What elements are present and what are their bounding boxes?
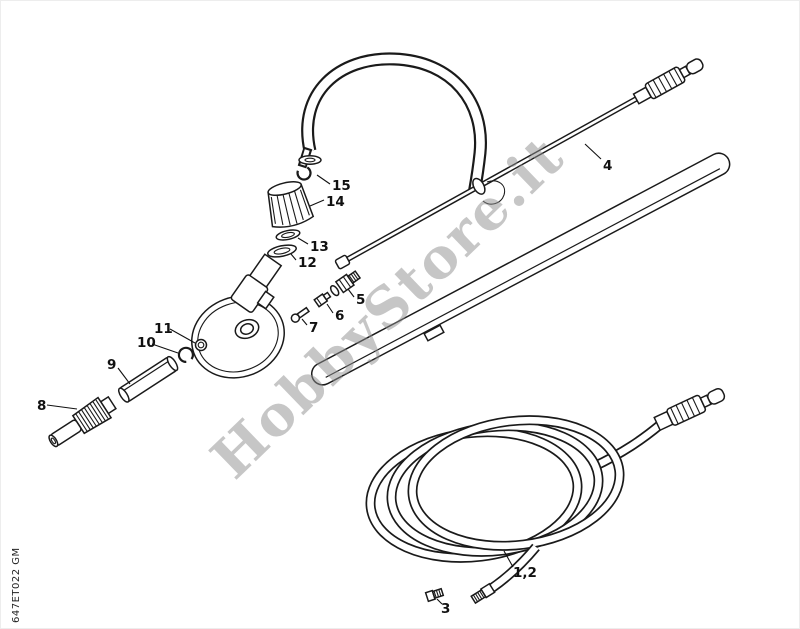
nipple-part3-drawing (424, 587, 445, 603)
hose-coil-drawing (365, 387, 726, 605)
part-label-6: 6 (335, 308, 344, 324)
lance-drawing (334, 58, 704, 270)
part-label-10: 10 (137, 335, 156, 351)
valve-assembly-drawing (191, 155, 362, 379)
valve-body-drawing (230, 253, 283, 313)
hose-hook-drawing (482, 180, 506, 205)
extension-wand-drawing (310, 152, 731, 386)
part-label-13: 13 (310, 239, 329, 255)
wand-clip-drawing (423, 324, 445, 342)
hub-nut-drawing (234, 318, 260, 340)
part-label-11: 11 (154, 321, 173, 337)
part-label-9: 9 (107, 357, 116, 373)
control-knob-drawing (267, 181, 315, 228)
hose-coupling-drawing (653, 387, 726, 432)
loop-hose-drawing (297, 52, 487, 193)
part-label-5: 5 (356, 292, 365, 308)
part-label-7: 7 (309, 320, 318, 336)
part-label-14: 14 (326, 194, 345, 210)
part-label-8: 8 (37, 398, 46, 414)
nozzle-parts-drawing (290, 270, 362, 323)
part-label-15: 15 (332, 178, 351, 194)
hose-end-fitting-drawing (470, 582, 496, 605)
part-label-12: 12 (298, 255, 317, 271)
part-labels: 15 14 13 12 5 6 7 11 10 9 8 4 1,2 3 (37, 158, 612, 617)
nozzle-chain-drawing (48, 338, 208, 448)
part-label-3: 3 (441, 601, 450, 617)
drawing-code: 647ET022 GM (11, 547, 22, 623)
part-label-4: 4 (603, 158, 612, 174)
leader-lines (46, 143, 602, 605)
part-label-1-2: 1,2 (513, 565, 537, 581)
